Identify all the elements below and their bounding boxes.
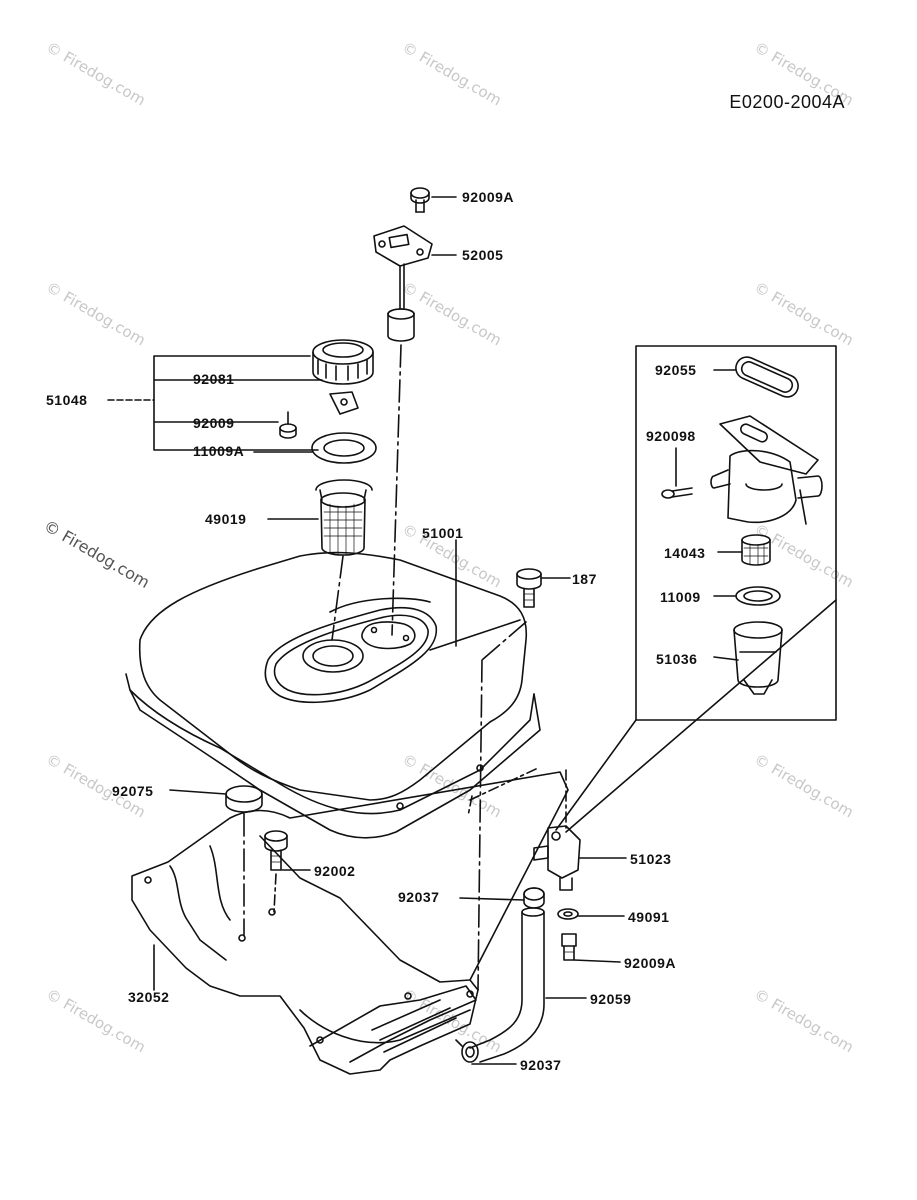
center-line <box>477 659 483 991</box>
screw-top-part <box>410 187 430 213</box>
fuel-pipe-part <box>469 907 545 1063</box>
leader-line <box>713 656 739 661</box>
callout-92081: 92081 <box>193 371 235 387</box>
callout-51023: 51023 <box>630 851 672 867</box>
gasket-11009a-part <box>311 432 377 464</box>
callout-52005: 52005 <box>462 247 504 263</box>
callout-92009: 92009 <box>193 415 235 431</box>
callout-51048: 51048 <box>46 392 88 408</box>
screw-cap-part <box>279 411 297 439</box>
leader-line <box>169 789 227 795</box>
plug-92075-part <box>225 785 263 813</box>
bolt-187-part <box>516 568 542 608</box>
center-line <box>391 344 402 636</box>
fuel-cap-part <box>312 339 374 385</box>
callout-92037-bottom: 92037 <box>520 1057 562 1073</box>
callout-14043: 14043 <box>664 545 706 561</box>
center-line <box>469 767 539 801</box>
screw-detail-part <box>661 487 693 499</box>
fuel-cock-part <box>533 825 581 891</box>
cup-51036-part <box>733 621 783 695</box>
document-code: E0200-2004A <box>729 92 845 112</box>
center-line <box>481 621 527 661</box>
cock-body-detail-part <box>710 415 823 525</box>
callout-920098: 920098 <box>646 428 696 444</box>
tray-32052-part <box>131 771 569 1075</box>
callout-49019: 49019 <box>205 511 247 527</box>
detail-callout-line <box>565 599 837 833</box>
clamp-92037-mid-part <box>523 887 545 909</box>
strainer-part <box>315 479 373 556</box>
leader-line <box>459 897 525 901</box>
callout-92055: 92055 <box>655 362 697 378</box>
callout-92002: 92002 <box>314 863 356 879</box>
callout-11009A: 11009A <box>193 443 245 459</box>
callout-92037-mid: 92037 <box>398 889 440 905</box>
filter-14043-part <box>741 534 771 566</box>
callout-92009A-top: 92009A <box>462 189 515 205</box>
callout-49091: 49091 <box>628 909 670 925</box>
washer-49091-part <box>557 908 579 920</box>
group-bracket <box>153 355 323 451</box>
screw-bottom-part <box>561 933 577 961</box>
bolt-92002-part <box>264 830 288 871</box>
callout-32052: 32052 <box>128 989 170 1005</box>
center-line <box>467 795 473 817</box>
gauge-plate-part <box>373 225 433 342</box>
clamp-92037-bottom-part <box>455 1039 479 1063</box>
fuel-tank-part <box>125 551 541 839</box>
center-line <box>331 555 344 641</box>
callout-187: 187 <box>572 571 597 587</box>
callout-92059: 92059 <box>590 991 632 1007</box>
leader-line <box>573 959 621 963</box>
center-line <box>273 873 277 913</box>
cap-chain-part <box>329 391 359 415</box>
callout-11009: 11009 <box>660 589 701 605</box>
gasket-92055-part <box>735 356 799 398</box>
detail-box <box>635 345 837 721</box>
callout-51001: 51001 <box>422 525 464 541</box>
detail-callout-line <box>555 719 637 831</box>
callout-92075: 92075 <box>112 783 154 799</box>
callout-92009A-bottom: 92009A <box>624 955 677 971</box>
oring-11009-part <box>735 586 781 606</box>
callout-51036: 51036 <box>656 651 698 667</box>
